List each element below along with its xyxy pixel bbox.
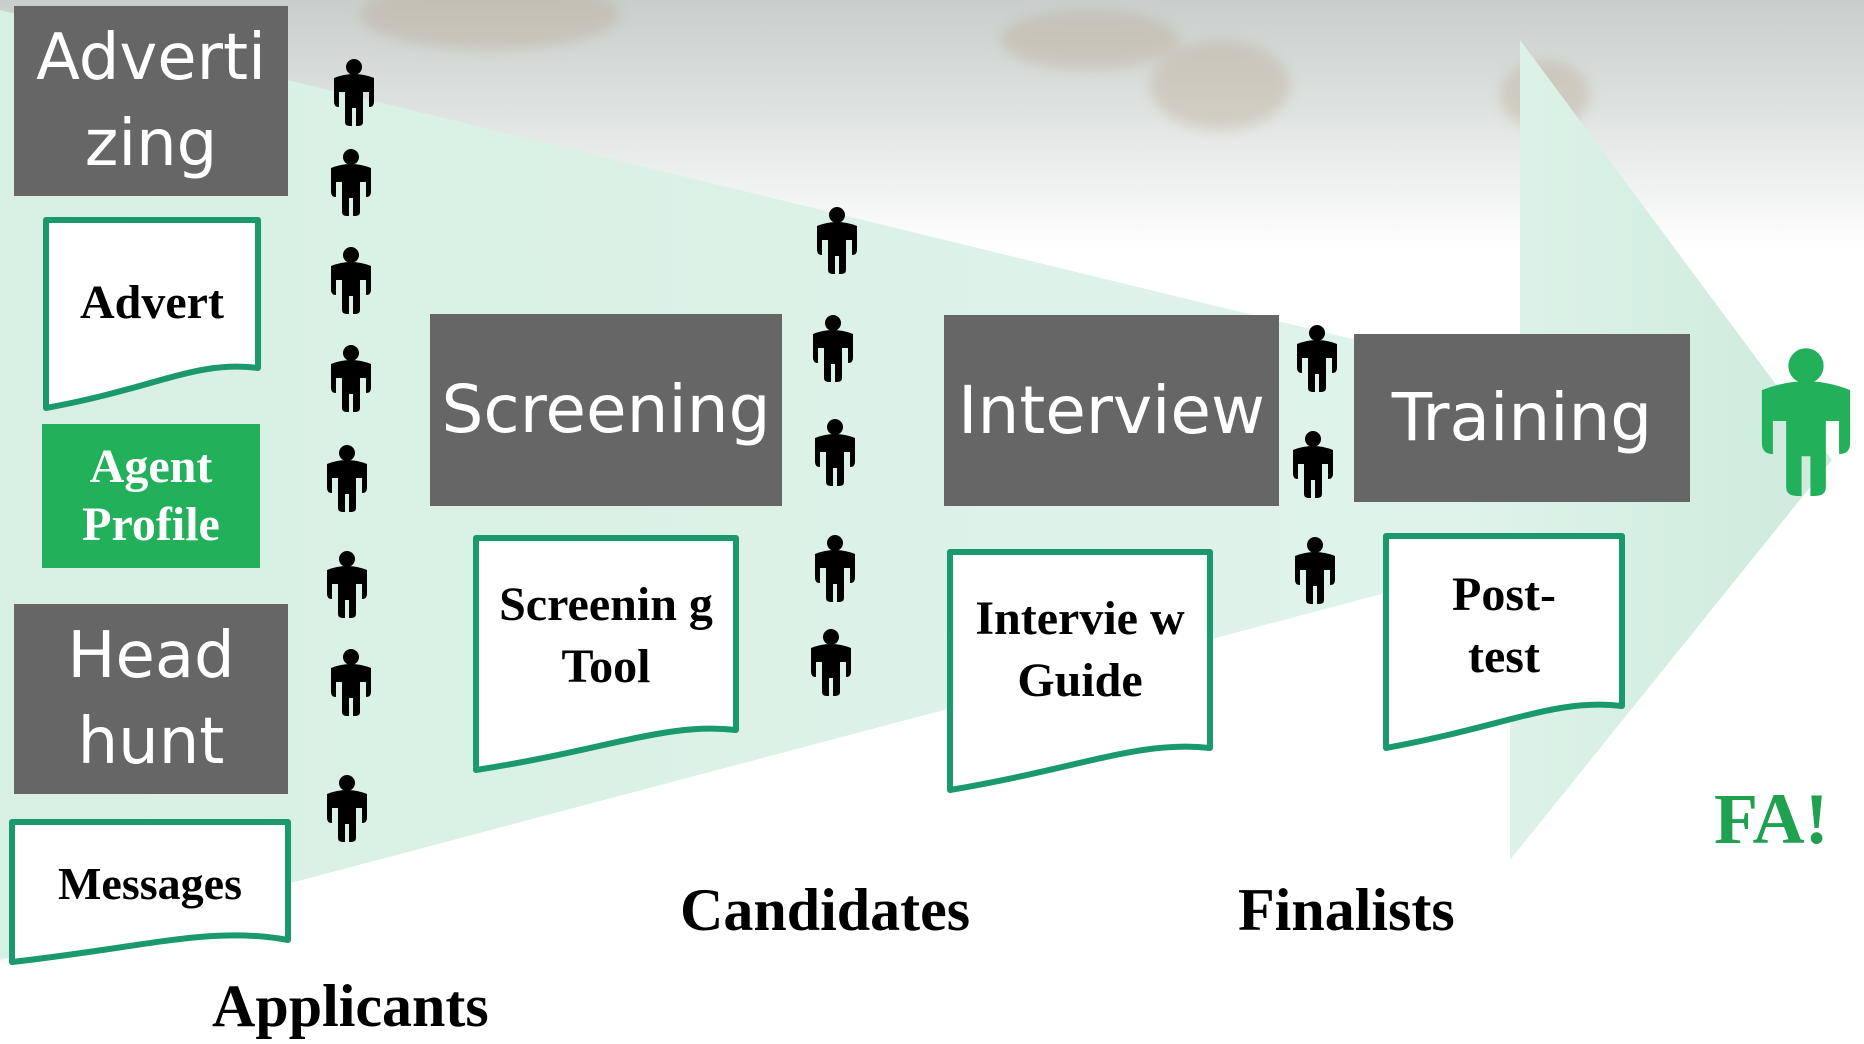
messages-label: Messages bbox=[58, 858, 242, 909]
document-shape bbox=[1383, 533, 1625, 751]
stage-screening-label: Screening bbox=[441, 371, 771, 449]
agent-profile-label: Agent Profile bbox=[82, 440, 220, 551]
candidates-label: Candidates bbox=[680, 877, 971, 943]
person-icon bbox=[334, 59, 374, 126]
stage-interview: Interview bbox=[944, 315, 1279, 506]
person-icon bbox=[331, 149, 371, 216]
stage-training: Training bbox=[1354, 334, 1690, 502]
document-shape bbox=[43, 217, 261, 411]
document-shape bbox=[473, 535, 739, 773]
stage-advertizing: Adverti zing bbox=[14, 6, 288, 196]
document-shape bbox=[9, 819, 291, 965]
person-icon bbox=[327, 445, 367, 512]
stage-training-label: Training bbox=[1391, 379, 1653, 457]
person-icon bbox=[327, 775, 367, 842]
person-icon bbox=[331, 649, 371, 716]
map-continent-shape bbox=[1000, 10, 1180, 70]
map-continent-shape bbox=[1150, 40, 1290, 130]
stage-headhunt-label: Head hunt bbox=[67, 618, 235, 779]
advert-label: Advert bbox=[80, 276, 224, 329]
person-icon bbox=[331, 345, 371, 412]
person-icon bbox=[1297, 325, 1337, 392]
person-icon bbox=[813, 315, 853, 382]
post-test-label: Post- test bbox=[1452, 568, 1556, 684]
messages-document: Messages bbox=[9, 819, 291, 965]
result-label: FA! bbox=[1714, 779, 1829, 859]
person-icon bbox=[817, 207, 857, 274]
stage-screening: Screening bbox=[430, 314, 782, 506]
person-icon bbox=[1293, 431, 1333, 498]
stage-headhunt: Head hunt bbox=[14, 604, 288, 794]
person-icon bbox=[815, 535, 855, 602]
stage-interview-label: Interview bbox=[958, 371, 1265, 449]
person-icon bbox=[331, 247, 371, 314]
person-icon bbox=[811, 629, 851, 696]
document-shape bbox=[947, 549, 1213, 793]
interview-guide-document: Intervie w Guide bbox=[947, 549, 1213, 794]
finalists-label: Finalists bbox=[1238, 877, 1455, 943]
screening-tool-document: Screenin g Tool bbox=[473, 535, 739, 773]
person-icon bbox=[1295, 537, 1335, 604]
screening-tool-label: Screenin g Tool bbox=[499, 578, 713, 694]
post-test-document: Post- test bbox=[1383, 533, 1625, 751]
person-icon bbox=[327, 551, 367, 618]
green-person-icon bbox=[1761, 348, 1851, 496]
applicants-label: Applicants bbox=[212, 973, 489, 1039]
stage-advertizing-label: Adverti zing bbox=[36, 20, 266, 181]
person-icon bbox=[815, 419, 855, 486]
agent-profile-document: Agent Profile bbox=[42, 424, 260, 568]
interview-guide-label: Intervie w Guide bbox=[975, 592, 1185, 708]
advert-document: Advert bbox=[43, 217, 261, 412]
